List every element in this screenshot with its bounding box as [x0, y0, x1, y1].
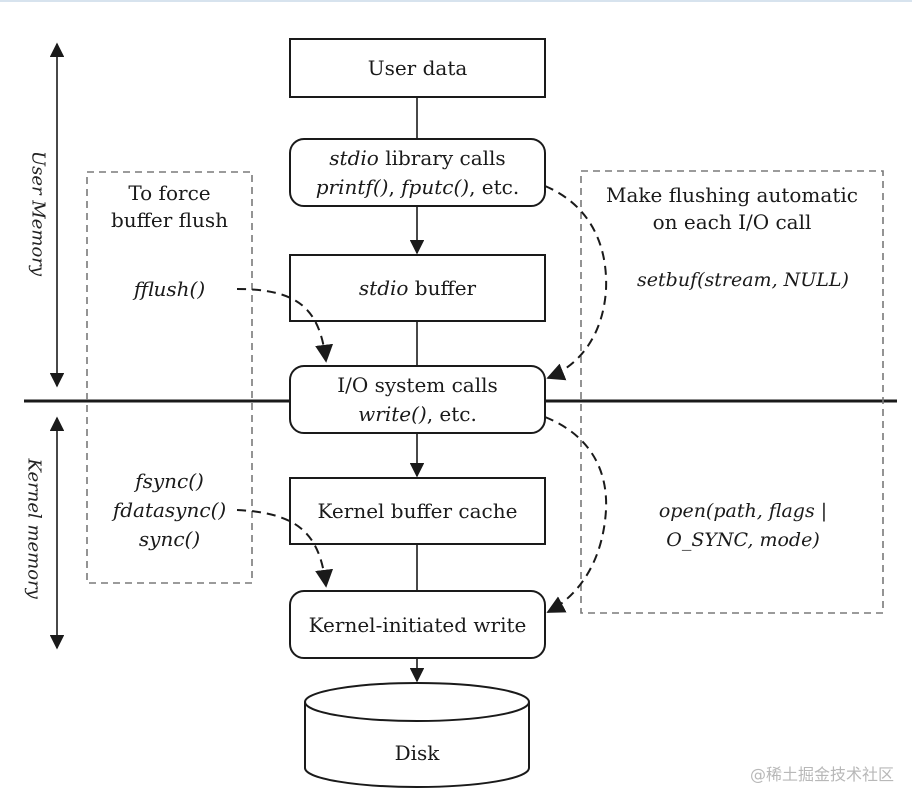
user-data-box — [289, 38, 546, 98]
stdio-buffer-box — [289, 254, 546, 322]
stdio-buffer-text: stdio buffer — [290, 275, 545, 301]
sync-label: sync() — [138, 527, 201, 551]
stdio-calls-stdio: stdio — [329, 146, 379, 170]
io-etc-text: , etc. — [426, 402, 477, 426]
kernel-buffer-cache-box — [289, 477, 546, 545]
disk-text: Disk — [394, 741, 440, 765]
disk-cylinder — [304, 682, 530, 788]
stdio-calls-line1: stdio library calls — [290, 145, 545, 171]
left-panel-title-line2: buffer flush — [110, 208, 228, 232]
io-calls-line1: I/O system calls — [337, 373, 498, 397]
right-panel-title-line1: Make flushing automatic — [606, 183, 858, 207]
left-panel-title-line1: To force — [128, 181, 211, 205]
top-edge-bar — [0, 0, 912, 2]
kernel-write-text: Kernel-initiated write — [308, 613, 527, 637]
user-memory-label: User Memory — [27, 150, 49, 277]
stdio-buffer-word: buffer — [408, 276, 477, 300]
fsync-dashed-arrow — [236, 509, 334, 588]
stdio-calls-line2: printf(), fputc(), etc. — [290, 174, 545, 200]
fdatasync-label: fdatasync() — [112, 498, 227, 522]
kernel-buffer-cache-text: Kernel buffer cache — [317, 499, 518, 523]
fflush-label: fflush() — [133, 277, 206, 301]
comma-sep: , — [388, 175, 402, 199]
fflush-dashed-arrow — [236, 288, 334, 363]
right-panel-frame — [580, 170, 884, 614]
stdio-buffer-stdio: stdio — [358, 276, 409, 300]
stdio-calls-library: library calls — [378, 146, 506, 170]
io-calls-line2: write(), etc. — [290, 401, 545, 427]
write-text: write() — [358, 402, 427, 426]
fsync-label: fsync() — [135, 469, 204, 493]
fputc-text: fputc() — [401, 175, 470, 199]
open-label-line2: O_SYNC, mode) — [666, 529, 820, 551]
open-label-line1: open(path, flags | — [658, 500, 828, 522]
user-data-text: User data — [367, 56, 468, 80]
right-panel-title-line2: on each I/O call — [652, 210, 812, 234]
setbuf-dashed-arrow — [544, 185, 608, 381]
kernel-memory-label: Kernel memory — [23, 458, 45, 599]
printf-text: printf() — [315, 175, 389, 199]
osync-dashed-arrow — [544, 416, 608, 613]
setbuf-label: setbuf(stream, NULL) — [637, 269, 849, 291]
etc-text: , etc. — [469, 175, 520, 199]
watermark-text: @稀土掘金技术社区 — [749, 765, 894, 784]
